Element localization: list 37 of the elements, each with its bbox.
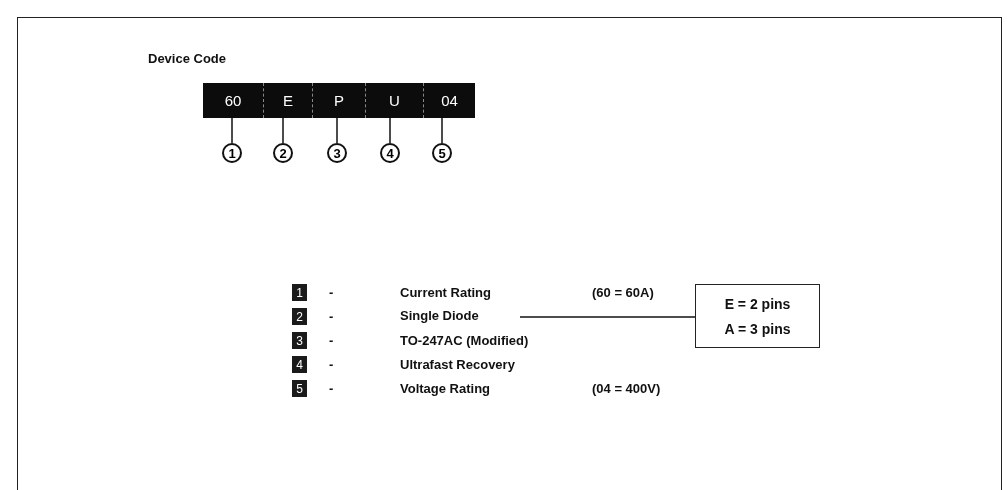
code-segment: 04 [423,83,475,118]
note-text: A = 3 pins [724,320,791,337]
index-badge: 4 [292,356,307,373]
code-segment: 60 [203,83,263,118]
connector-line [336,117,338,144]
note-box [695,284,820,348]
connector-line [519,316,696,318]
description-text: Current Rating [400,285,491,300]
connector-line [389,117,391,144]
description-text: Voltage Rating [400,381,491,396]
dash: - [329,357,334,372]
circled-number: 3 [327,143,347,163]
index-badge: 5 [292,380,307,397]
code-segment: E [263,83,312,118]
circled-number: 1 [222,143,242,163]
description-text: Ultrafast Recovery [400,357,515,372]
index-badge: 3 [292,332,307,349]
code-segment: P [312,83,365,118]
description-text: (04 = 400V) [592,381,661,396]
connector-line [282,117,284,144]
index-badge: 1 [292,284,307,301]
connector-line [441,117,443,144]
description-text: (60 = 60A) [592,285,654,300]
note-text: E = 2 pins [724,295,791,312]
description-text: Single Diode [400,308,479,323]
circled-number: 4 [380,143,400,163]
dash: - [329,381,334,396]
description-text: TO-247AC (Modified) [400,333,529,348]
index-badge: 2 [292,308,307,325]
code-segment: U [365,83,423,118]
title: Device Code [148,51,227,66]
dash: - [329,285,334,300]
dash: - [329,309,334,324]
dash: - [329,333,334,348]
circled-number: 2 [273,143,293,163]
connector-line [231,117,233,144]
circled-number: 5 [432,143,452,163]
